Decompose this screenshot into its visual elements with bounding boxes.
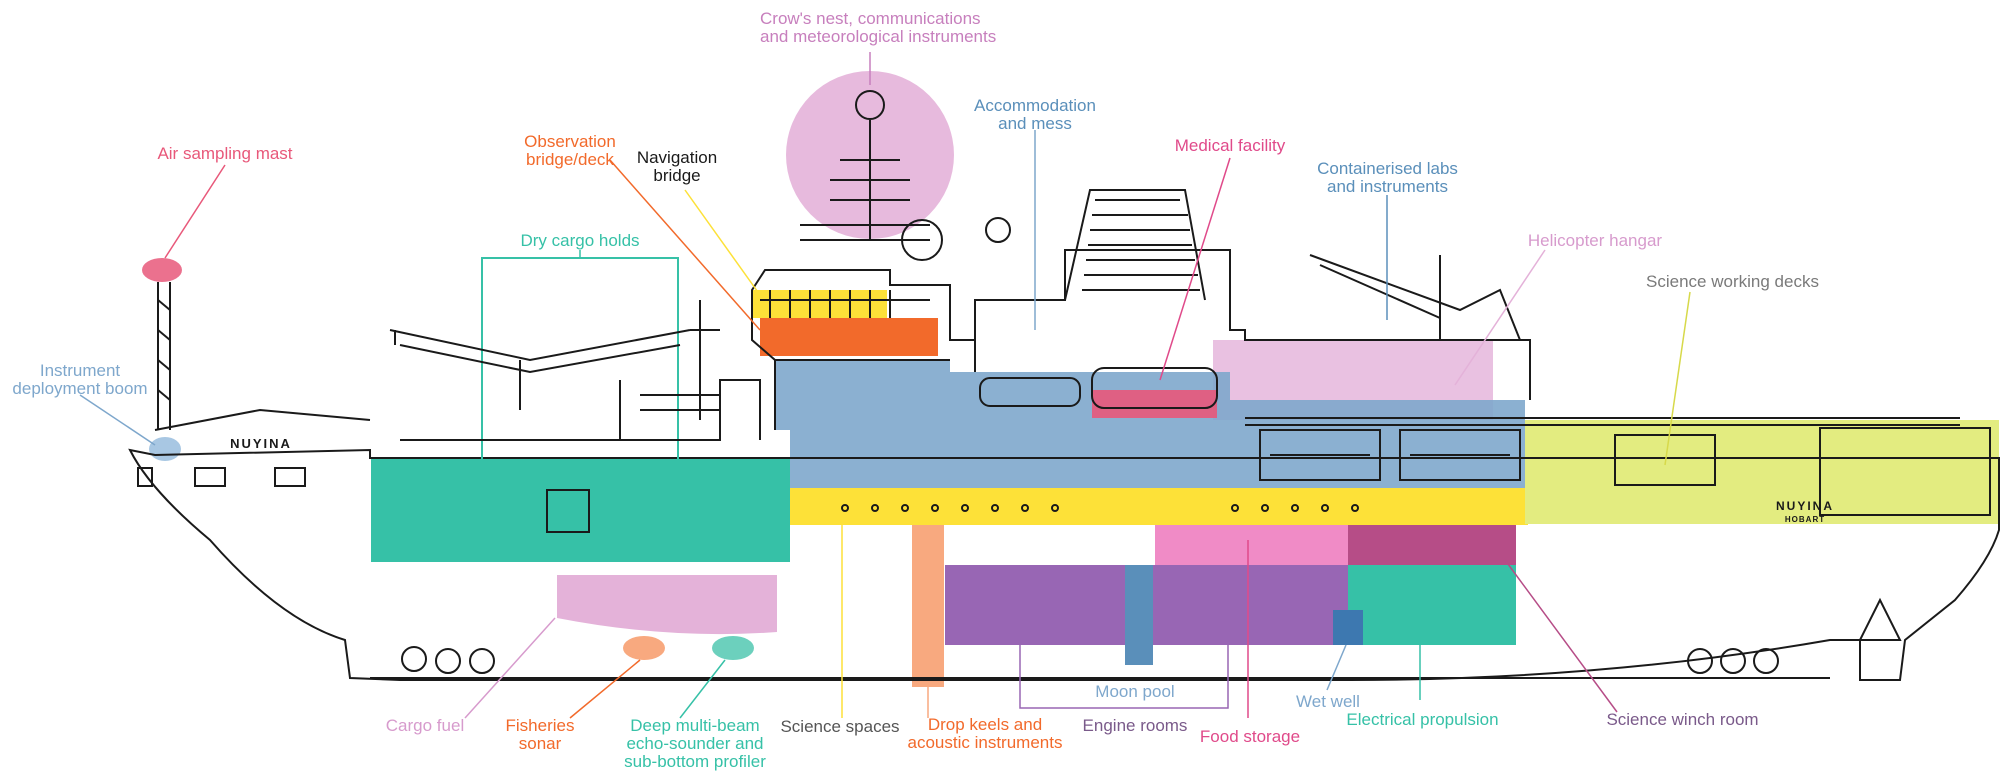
rescue-boat-1 [1259, 429, 1381, 481]
thruster-5 [1720, 648, 1746, 674]
lifeboat-2 [1091, 367, 1218, 409]
leader-observation [609, 159, 761, 331]
cargo-fuel-zone [557, 575, 777, 635]
porthole [1261, 504, 1269, 512]
navigation-bridge-zone [752, 290, 887, 318]
leader-medical [1159, 157, 1231, 381]
porthole [841, 504, 849, 512]
thruster-1 [401, 646, 427, 672]
leader-instrument-boom [79, 394, 156, 446]
stern-port: HOBART [1785, 515, 1825, 524]
porthole [1021, 504, 1029, 512]
porthole [931, 504, 939, 512]
superstructure [751, 269, 976, 430]
instrument-boom-zone [149, 437, 181, 461]
fisheries-sonar-zone [623, 636, 665, 660]
leader-wet-well [1326, 644, 1347, 691]
main-mast [800, 120, 930, 241]
stern-name: NUYINA [1776, 499, 1834, 513]
ship-outline [128, 90, 2000, 681]
radome-top [855, 90, 885, 120]
lifeboat-1 [979, 377, 1081, 407]
bow-deck [154, 408, 371, 431]
hull-window-2 [194, 467, 226, 487]
science-winch-room-zone [1348, 525, 1516, 565]
dry-cargo-holds-zone [371, 458, 790, 562]
leader-helicopter [1454, 249, 1546, 386]
drop-keels-zone [912, 525, 944, 687]
electrical-propulsion-zone [1348, 565, 1516, 645]
hold-hatch [546, 489, 590, 533]
medical-facility-zone [1092, 390, 1217, 418]
food-storage-zone [1155, 525, 1348, 565]
thruster-4 [1687, 648, 1713, 674]
leader-multibeam [679, 659, 726, 719]
science-working-decks-zone [1525, 420, 1999, 524]
fore-deckhouse [400, 379, 761, 441]
thruster-2 [435, 648, 461, 674]
bridge-windows [760, 290, 930, 318]
porthole [1291, 504, 1299, 512]
porthole [871, 504, 879, 512]
porthole [901, 504, 909, 512]
leader-engine-rooms [1019, 645, 1229, 709]
leader-winch-room [1504, 559, 1618, 713]
rescue-boat-2 [1399, 429, 1521, 481]
radome-small [985, 217, 1011, 243]
leader-lines [79, 52, 1691, 719]
hull-window-1 [137, 467, 153, 487]
porthole [1321, 504, 1329, 512]
leader-air-sampling [164, 164, 226, 259]
porthole [1231, 504, 1239, 512]
wet-well-zone [1333, 610, 1363, 645]
hull-name: NUYINA [230, 436, 292, 451]
leader-cargo-fuel [464, 617, 556, 719]
funnel [1064, 189, 1206, 301]
accommodation-block [974, 249, 1531, 400]
moon-pool-zone [1125, 565, 1153, 665]
porthole [1051, 504, 1059, 512]
air-sampling-mast-zone [142, 258, 182, 282]
leader-navigation [684, 189, 761, 296]
science-spaces-zone [790, 488, 1528, 525]
forward-crane [389, 300, 720, 420]
aft-crane [1309, 254, 1521, 341]
forward-mast [157, 282, 171, 430]
radome-aft [901, 219, 943, 261]
aft-deck-box [1614, 434, 1716, 486]
hull-window-3 [274, 467, 306, 487]
thruster-6 [1753, 648, 1779, 674]
leader-fisheries [569, 659, 641, 719]
porthole [991, 504, 999, 512]
porthole [1351, 504, 1359, 512]
stern-frame [1819, 427, 1991, 516]
zones [142, 71, 1999, 687]
portholes [841, 504, 1359, 512]
multibeam-zone [712, 636, 754, 660]
porthole [961, 504, 969, 512]
observation-bridge-zone [760, 318, 938, 356]
aft-deck-rail [1245, 417, 1960, 426]
propeller [1858, 597, 1902, 641]
leader-science-decks [1664, 291, 1691, 466]
thruster-3 [469, 648, 495, 674]
